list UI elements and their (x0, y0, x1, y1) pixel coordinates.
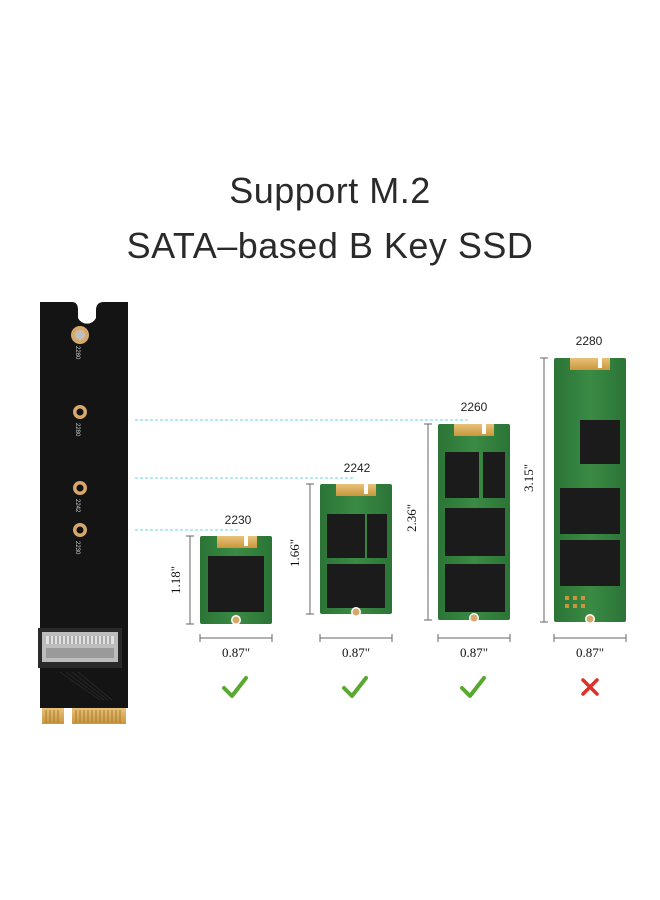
width-label-2242: 0.87" (342, 645, 370, 660)
check-icon (342, 676, 368, 698)
adapter-m2-slot (38, 628, 122, 668)
check-icon (460, 676, 486, 698)
size-label-2260: 2260 (461, 400, 488, 414)
check-icon (222, 676, 248, 698)
adapter-board: 2280 2280 2242 2230 (38, 302, 128, 724)
ssd-chip (327, 514, 365, 558)
size-label-2280: 2280 (576, 334, 603, 348)
headline-line-1: Support M.2 (229, 170, 431, 211)
guide-lines (135, 419, 470, 531)
width-label-2230: 0.87" (222, 645, 250, 660)
ssd-chip (580, 420, 620, 464)
height-label-2280: 3.15" (521, 464, 536, 492)
hole-label-3: 2230 (74, 541, 80, 555)
ssd-chip (445, 452, 479, 498)
height-label-2242: 1.66" (287, 539, 302, 567)
height-label-2230: 1.18" (168, 566, 183, 594)
ssd-2242: 2242 1.66" 0.87" (287, 461, 393, 698)
width-label-2280: 0.87" (576, 645, 604, 660)
cross-icon (581, 678, 599, 696)
size-label-2242: 2242 (344, 461, 371, 475)
ssd-chip (208, 556, 264, 612)
ssd-2280: 2280 3.15" 0.87" (521, 334, 627, 696)
height-label-2260: 2.36" (404, 504, 419, 532)
hole-label-2: 2242 (74, 499, 80, 513)
headline-line-2: SATA–based B Key SSD (126, 225, 534, 266)
hole-label-0: 2280 (74, 346, 80, 360)
ssd-2260: 2260 2.36" 0.87" (404, 400, 511, 698)
ssd-2230: 2230 1.18" 0.87" (168, 513, 273, 698)
size-label-2230: 2230 (225, 513, 252, 527)
width-label-2260: 0.87" (460, 645, 488, 660)
adapter-gold-fingers (42, 708, 126, 724)
hole-label-1: 2280 (74, 423, 80, 437)
